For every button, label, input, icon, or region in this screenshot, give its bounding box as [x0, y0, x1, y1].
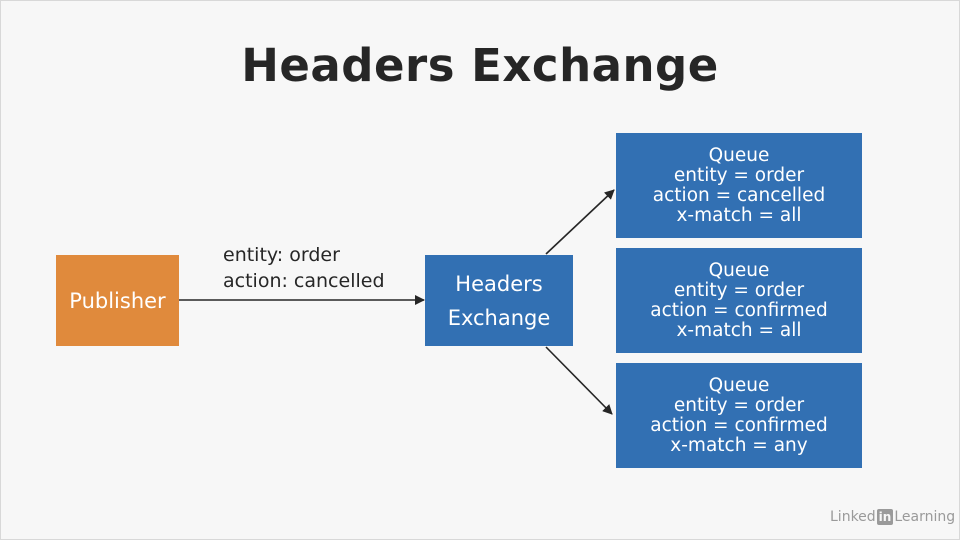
- queue-box-2: Queue entity = order action = confirmed …: [616, 248, 862, 353]
- queue-binding-action: action = cancelled: [652, 184, 826, 206]
- exchange-label-line1: Headers: [455, 271, 543, 296]
- queue-binding-xmatch: x-match = all: [676, 204, 802, 226]
- slide-title: Headers Exchange: [241, 39, 719, 92]
- publisher-label: Publisher: [69, 288, 166, 313]
- queue-binding-xmatch: x-match = all: [676, 319, 802, 341]
- queue-binding-entity: entity = order: [673, 394, 805, 416]
- queue-binding-xmatch: x-match = any: [670, 434, 808, 456]
- message-headers: entity: order action: cancelled: [223, 242, 385, 294]
- exchange-label-line2: Exchange: [447, 305, 551, 330]
- logo-text-learning: Learning: [894, 509, 956, 525]
- arrow-exchange-to-queue-1: [545, 189, 615, 255]
- queue-title: Queue: [708, 144, 770, 166]
- queue-title: Queue: [708, 374, 770, 396]
- queue-binding-action: action = confirmed: [650, 299, 828, 321]
- headers-exchange-box: Headers Exchange: [425, 255, 573, 346]
- queue-box-3: Queue entity = order action = confirmed …: [616, 363, 862, 468]
- queue-box-1: Queue entity = order action = cancelled …: [616, 133, 862, 238]
- publisher-box: Publisher: [56, 255, 179, 346]
- queue-binding-entity: entity = order: [673, 164, 805, 186]
- linkedin-learning-logo: Linked in Learning: [830, 509, 955, 525]
- logo-text-linked: Linked: [830, 509, 876, 525]
- logo-in-badge: in: [876, 509, 894, 525]
- queue-binding-action: action = confirmed: [650, 414, 828, 436]
- arrow-exchange-to-queue-3: [545, 346, 613, 415]
- message-header-entity: entity: order: [223, 244, 340, 266]
- queue-title: Queue: [708, 259, 770, 281]
- queue-binding-entity: entity = order: [673, 279, 805, 301]
- message-header-action: action: cancelled: [223, 270, 385, 292]
